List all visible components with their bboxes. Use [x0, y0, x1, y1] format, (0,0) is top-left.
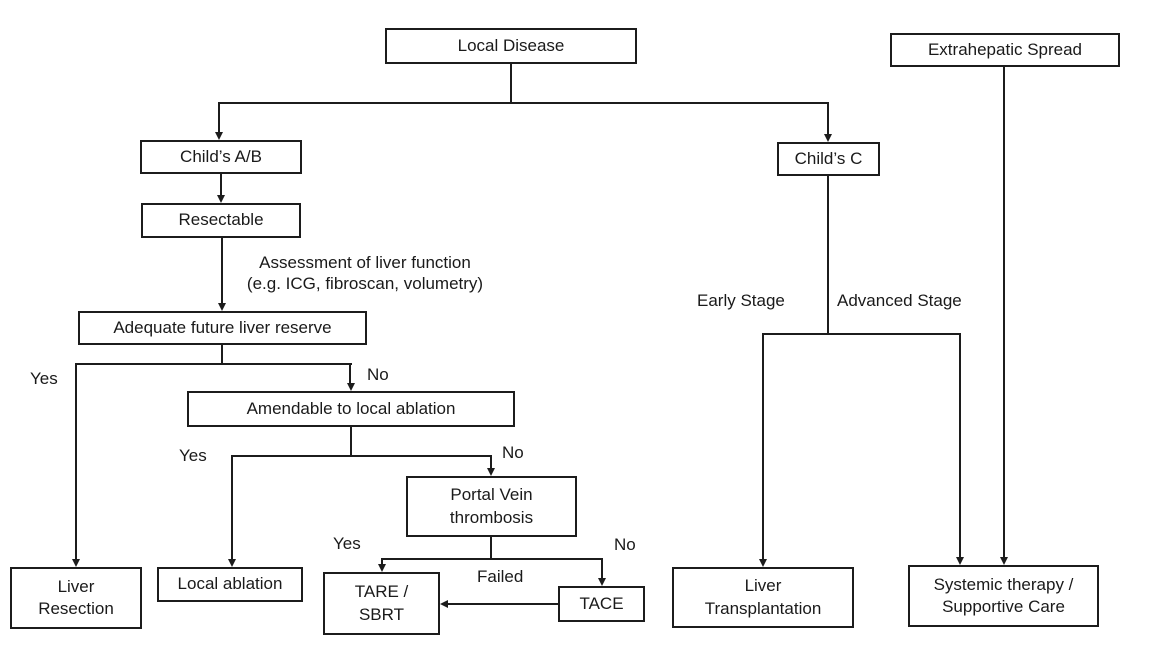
connector-resectable-adequate — [221, 238, 223, 304]
arrowhead-to-adequate — [218, 303, 226, 311]
node-childs-c-label: Child’s C — [794, 148, 863, 168]
node-tare-sbrt-l1: TARE / — [354, 582, 409, 602]
arrowhead-to-local-ablation — [228, 559, 236, 567]
node-portal-vein-l2: thrombosis — [449, 507, 534, 527]
node-adequate-reserve-label: Adequate future liver reserve — [113, 317, 332, 337]
connector-early-transplant — [762, 333, 764, 560]
connector-adequate-split — [75, 363, 352, 365]
connector-to-childs-ab — [218, 102, 220, 134]
node-local-disease: Local Disease — [385, 28, 637, 64]
node-portal-vein-l1: Portal Vein — [450, 485, 533, 505]
node-portal-vein-thrombosis: Portal Vein thrombosis — [406, 476, 577, 537]
node-systemic-therapy-l1: Systemic therapy / — [933, 574, 1074, 594]
connector-yes-liver-resection — [75, 363, 77, 560]
node-resectable: Resectable — [141, 203, 301, 238]
node-liver-transplantation: Liver Transplantation — [672, 567, 854, 628]
label-assessment-l1: Assessment of liver function — [259, 253, 471, 272]
arrowhead-advanced-to-systemic — [956, 557, 964, 565]
node-liver-transplantation-l1: Liver — [744, 576, 782, 596]
label-advanced-stage: Advanced Stage — [837, 291, 962, 310]
arrowhead-to-liver-resection — [72, 559, 80, 567]
label-yes-ablation: Yes — [179, 446, 207, 465]
node-liver-transplantation-l2: Transplantation — [704, 598, 822, 618]
node-local-ablation-label: Local ablation — [177, 574, 283, 594]
arrowhead-to-tace — [598, 578, 606, 586]
node-childs-ab: Child’s A/B — [140, 140, 302, 174]
arrowhead-to-transplantation — [759, 559, 767, 567]
connector-main-split — [218, 102, 829, 104]
label-yes-reserve: Yes — [30, 369, 58, 388]
connector-localdisease-down — [510, 64, 512, 103]
arrowhead-to-resectable — [217, 195, 225, 203]
connector-no-portal-vein — [490, 455, 492, 469]
node-childs-ab-label: Child’s A/B — [180, 146, 262, 166]
node-liver-resection: Liver Resection — [10, 567, 142, 629]
node-liver-resection-l1: Liver — [57, 576, 95, 596]
node-tare-sbrt-l2: SBRT — [358, 604, 405, 624]
arrowhead-extrahepatic-to-systemic — [1000, 557, 1008, 565]
connector-no-tace — [601, 558, 603, 579]
connector-to-childs-c — [827, 102, 829, 135]
node-systemic-therapy-l2: Supportive Care — [942, 597, 1065, 616]
node-resectable-label: Resectable — [178, 210, 264, 230]
connector-failed-tace-tare — [448, 603, 558, 605]
arrowhead-to-childs-ab — [215, 132, 223, 140]
node-extrahepatic-spread: Extrahepatic Spread — [890, 33, 1120, 67]
connector-ab-resectable — [220, 174, 222, 196]
connector-portal-split — [381, 558, 602, 560]
label-no-ablation: No — [502, 443, 524, 462]
connector-adequate-down — [221, 345, 223, 365]
arrowhead-to-portal-vein — [487, 468, 495, 476]
node-amendable-ablation: Amendable to local ablation — [187, 391, 515, 427]
label-no-reserve: No — [367, 365, 389, 384]
label-early-stage: Early Stage — [697, 291, 785, 310]
label-assessment-l2: (e.g. ICG, fibroscan, volumetry) — [246, 274, 484, 293]
label-yes-pvt: Yes — [333, 534, 361, 553]
arrowhead-to-amendable — [347, 383, 355, 391]
node-tare-sbrt: TARE / SBRT — [323, 572, 440, 635]
arrowhead-to-tare — [378, 564, 386, 572]
node-local-disease-label: Local Disease — [457, 35, 565, 55]
connector-amendable-down — [350, 427, 352, 457]
connector-amendable-split — [231, 455, 492, 457]
node-extrahepatic-spread-label: Extrahepatic Spread — [927, 39, 1083, 59]
node-amendable-ablation-label: Amendable to local ablation — [246, 398, 456, 418]
node-tace: TACE — [558, 586, 645, 622]
connector-no-amendable — [349, 363, 351, 385]
node-liver-resection-l2: Resection — [38, 599, 114, 618]
node-tace-label: TACE — [579, 593, 624, 613]
node-local-ablation: Local ablation — [157, 567, 303, 602]
label-assessment: Assessment of liver function (e.g. ICG, … — [215, 252, 515, 294]
node-systemic-therapy: Systemic therapy / Supportive Care — [908, 565, 1099, 627]
connector-yes-tare — [381, 558, 383, 565]
connector-childs-c-split — [762, 333, 961, 335]
arrowhead-failed-to-tare — [440, 600, 448, 608]
connector-advanced-systemic — [959, 333, 961, 558]
label-failed: Failed — [477, 567, 524, 586]
arrowhead-to-childs-c — [824, 134, 832, 142]
connector-yes-local-ablation — [231, 455, 233, 560]
connector-childs-c-down — [827, 176, 829, 334]
node-adequate-reserve: Adequate future liver reserve — [78, 311, 367, 345]
label-no-pvt: No — [614, 535, 636, 554]
node-childs-c: Child’s C — [777, 142, 880, 176]
connector-extrahepatic-systemic — [1003, 66, 1005, 558]
connector-portal-down — [490, 537, 492, 560]
